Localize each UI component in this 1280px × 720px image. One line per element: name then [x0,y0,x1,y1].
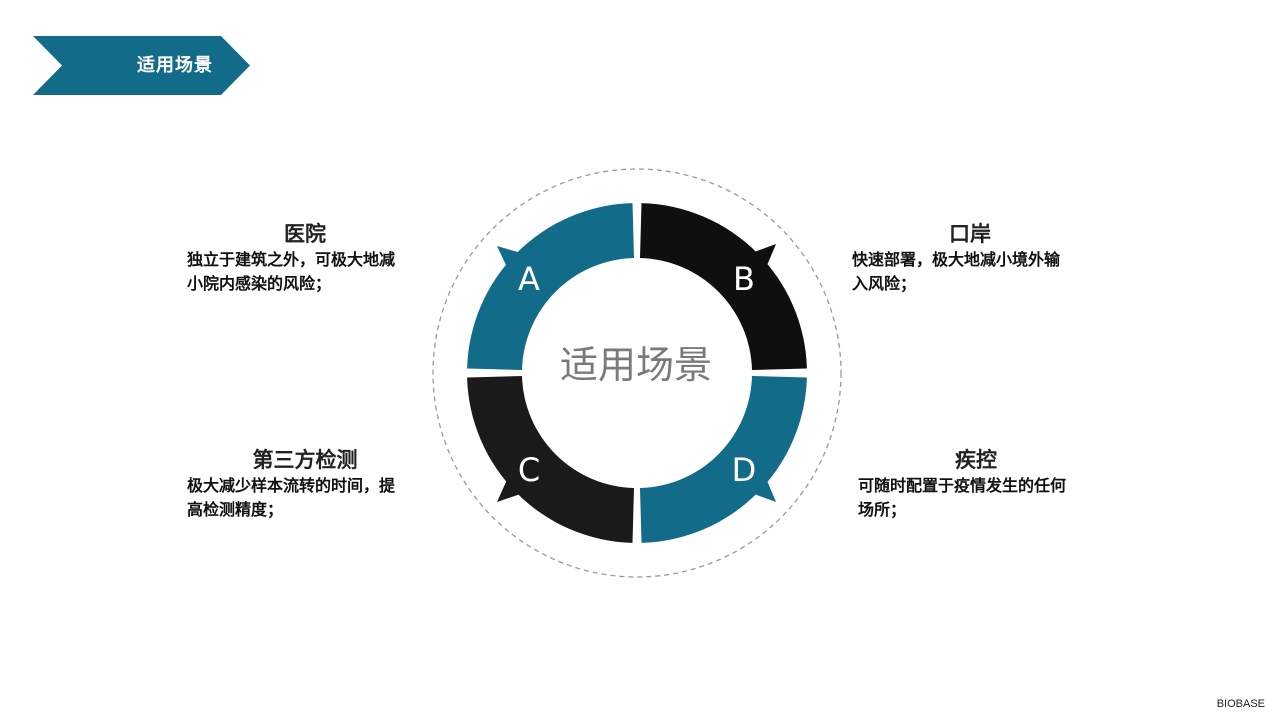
item-desc-line: 可随时配置于疫情发生的任何 [858,476,1067,495]
item-desc-line: 极大减少样本流转的时间，提 [187,476,396,495]
item-desc-line: 高检测精度； [187,500,284,519]
segment-b-arrow [738,244,776,282]
segment-a-arrow [497,246,538,282]
header-arrow-shape [33,36,250,95]
item-desc-third-party-testing: 极大减少样本流转的时间，提 高检测精度； [187,474,447,522]
ring-segment-d [640,376,807,543]
segment-letter-d: D [731,451,757,489]
section-header-tag: 适用场景 [33,36,250,95]
item-title-third-party-testing: 第三方检测 [252,448,358,472]
segment-letter-a: A [518,260,540,298]
segment-letter-b: B [733,260,755,298]
item-desc-line: 快速部署，极大地减小境外输 [852,250,1061,269]
item-desc-hospital: 独立于建筑之外，可极大地减 小院内感染的风险； [187,248,447,296]
item-desc-line: 入风险； [852,274,917,293]
segment-d-arrow [738,464,776,502]
ring-segment-a [467,203,634,370]
item-desc-port: 快速部署，极大地减小境外输 入风险； [852,248,1112,296]
ring-segment-b [640,203,807,370]
item-title-port: 口岸 [949,222,991,246]
center-label: 适用场景 [559,343,712,387]
header-title: 适用场景 [137,55,213,76]
outer-dashed-ring [432,168,842,578]
item-desc-cdc: 可随时配置于疫情发生的任何 场所； [858,474,1118,522]
segment-c-arrow [497,464,538,502]
item-desc-line: 小院内感染的风险； [187,274,332,293]
item-title-cdc: 疾控 [955,448,997,472]
item-desc-line: 场所； [858,500,907,519]
brand-footer: BIOBASE [1216,698,1265,710]
segment-letter-c: C [517,451,541,489]
item-desc-line: 独立于建筑之外，可极大地减 [187,250,396,269]
ring-segment-c [467,376,634,543]
item-title-hospital: 医院 [284,222,326,246]
